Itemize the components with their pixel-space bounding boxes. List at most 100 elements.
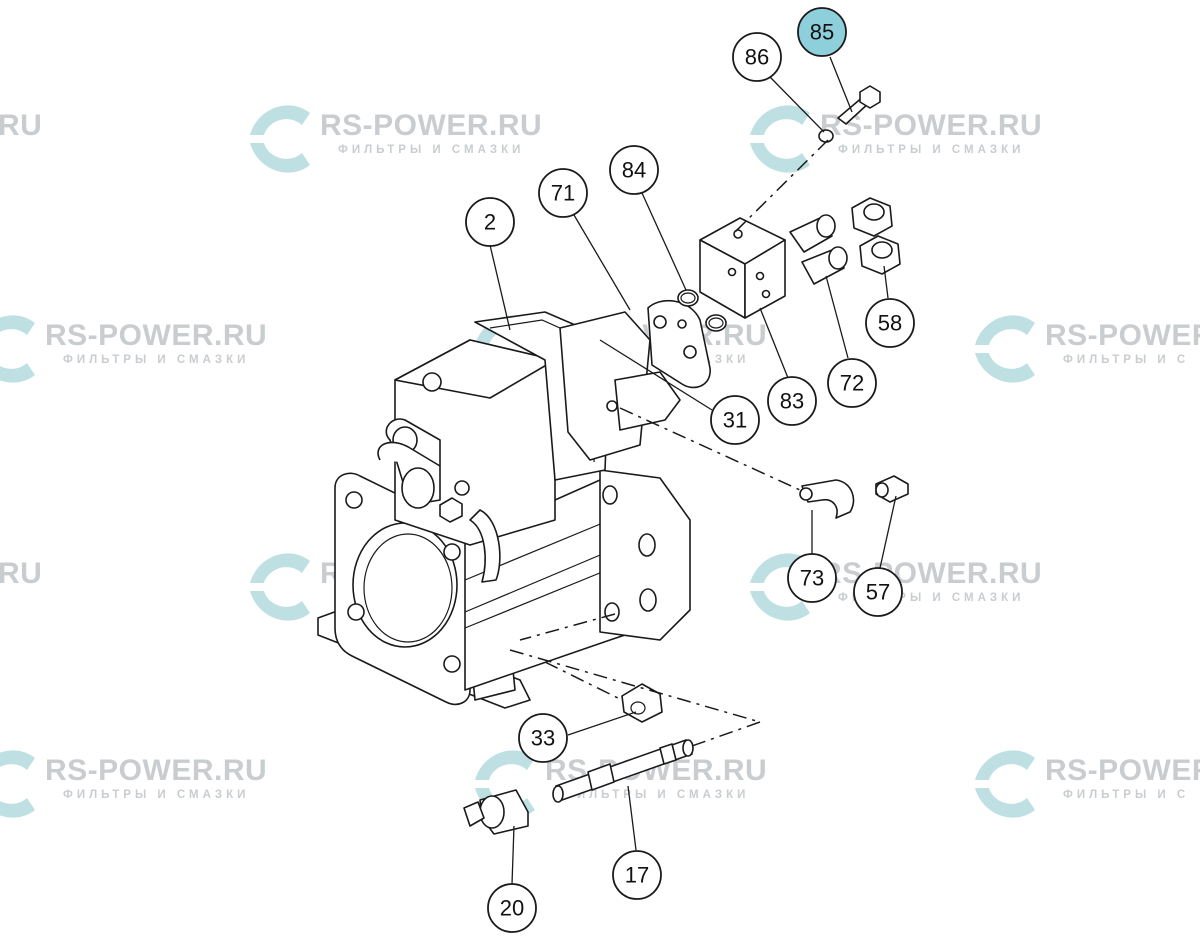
callout-circle bbox=[827, 358, 877, 408]
callout-label: 71 bbox=[551, 181, 575, 206]
callout-label: 73 bbox=[800, 566, 824, 591]
callout-label: 33 bbox=[531, 726, 555, 751]
side-flange-hole bbox=[638, 533, 656, 557]
callout-circle bbox=[518, 713, 568, 763]
callout-33[interactable]: 33 bbox=[518, 713, 568, 763]
leader-line bbox=[825, 275, 849, 359]
washer bbox=[818, 129, 834, 143]
pump-housing bbox=[317, 300, 711, 709]
callout-circle bbox=[609, 145, 659, 195]
watermark-tagline: ФИЛЬТРЫ И СМАЗКИ bbox=[63, 354, 249, 366]
callout-label: 2 bbox=[484, 210, 496, 235]
assembly-centerlines bbox=[509, 139, 829, 747]
flange-hole bbox=[347, 603, 365, 621]
leader-lines bbox=[489, 56, 897, 885]
callout-57[interactable]: 57 bbox=[853, 567, 903, 617]
watermark-brand-partial: RU bbox=[0, 109, 42, 142]
stud-end bbox=[552, 785, 564, 803]
leader-line bbox=[879, 495, 897, 569]
leader-line bbox=[641, 192, 687, 291]
leader-line bbox=[511, 825, 515, 885]
block-hole bbox=[733, 229, 743, 239]
leader-line bbox=[573, 214, 631, 311]
watermark-tagline: ФИЛЬТРЫ И СМАЗКИ bbox=[338, 144, 524, 156]
valve-nut bbox=[439, 497, 463, 523]
block-hole bbox=[761, 289, 771, 299]
callout-circle bbox=[865, 298, 915, 348]
adapter-fitting-face bbox=[816, 214, 836, 238]
callout-17[interactable]: 17 bbox=[612, 850, 662, 900]
watermark-brand-partial: RU bbox=[0, 557, 42, 590]
watermark-tagline: ФИЛЬТРЫ И СМАЗКИ bbox=[63, 789, 249, 801]
watermark-brand: RS-POWER.RU bbox=[45, 319, 267, 352]
gasket-hole bbox=[683, 345, 697, 359]
protective-cap-face bbox=[875, 482, 889, 498]
side-flange-hole bbox=[604, 602, 620, 622]
callout-circle bbox=[612, 850, 662, 900]
callout-circle bbox=[710, 395, 760, 445]
hex-bolt-head bbox=[859, 85, 881, 109]
callout-circle bbox=[487, 883, 537, 933]
side-flange-hole bbox=[639, 588, 657, 612]
stud-collar bbox=[659, 743, 677, 765]
callout-58[interactable]: 58 bbox=[865, 298, 915, 348]
distributor-block bbox=[699, 217, 786, 319]
watermark-tagline-partial: ФИЛЬТРЫ И С bbox=[1063, 354, 1189, 366]
watermark-partial: RS-POWER ФИЛЬТРЫ И С bbox=[945, 315, 1200, 383]
callout-72[interactable]: 72 bbox=[827, 358, 877, 408]
watermark-logo-icon bbox=[0, 315, 35, 383]
body-edge bbox=[464, 549, 613, 613]
flange-hole bbox=[443, 655, 461, 673]
stud-hex bbox=[587, 763, 615, 791]
callout-83[interactable]: 83 bbox=[767, 376, 817, 426]
callout-circle bbox=[465, 197, 515, 247]
watermark-tagline: ФИЛЬТРЫ И СМАЗКИ bbox=[563, 789, 749, 801]
watermark-logo-icon bbox=[220, 553, 310, 621]
watermark: RS-POWER.RU ФИЛЬТРЫ И СМАЗКИ bbox=[720, 105, 1042, 173]
adapter-fittings-72 bbox=[789, 214, 848, 285]
watermark-partial: RU bbox=[0, 557, 42, 590]
callout-84[interactable]: 84 bbox=[609, 145, 659, 195]
centerline bbox=[691, 721, 761, 747]
valve-bolt bbox=[454, 480, 470, 496]
callout-31[interactable]: 31 bbox=[710, 395, 760, 445]
callout-label: 57 bbox=[866, 580, 890, 605]
leader-line bbox=[829, 56, 853, 113]
pump-port bbox=[606, 400, 618, 412]
plug-hex bbox=[463, 801, 485, 827]
callout-circle-highlighted bbox=[797, 7, 847, 57]
watermark-partial: RS-POWER ФИЛЬТРЫ И С bbox=[945, 750, 1200, 818]
watermark: RS-POWER.RU ФИЛЬТРЫ И СМАЗКИ bbox=[220, 105, 542, 173]
watermark-brand-partial: RS-POWER bbox=[1045, 754, 1200, 787]
callout-86[interactable]: 86 bbox=[732, 32, 782, 82]
side-flange-hole bbox=[602, 485, 618, 505]
plug-face bbox=[479, 795, 505, 829]
callout-label: 86 bbox=[745, 45, 769, 70]
leader-line bbox=[769, 76, 825, 133]
body-edge bbox=[464, 567, 613, 629]
cap-nuts-58 bbox=[851, 197, 901, 275]
distributor-block-side bbox=[744, 239, 786, 319]
adapter-fitting-face bbox=[828, 246, 848, 270]
callout-73[interactable]: 73 bbox=[787, 553, 837, 603]
watermark-tagline: ФИЛЬТРЫ И СМАЗКИ bbox=[838, 144, 1024, 156]
watermark-logo-icon bbox=[220, 105, 310, 173]
centerline bbox=[519, 613, 616, 641]
cap-nut-face bbox=[871, 241, 893, 259]
flange-bore-inner bbox=[363, 533, 453, 643]
callout-20[interactable]: 20 bbox=[487, 883, 537, 933]
callout-label: 58 bbox=[878, 311, 902, 336]
leader-line bbox=[567, 711, 637, 736]
flange-hole bbox=[443, 543, 461, 561]
callout-85[interactable]: 85 bbox=[797, 7, 847, 57]
block-hole bbox=[755, 271, 765, 281]
valve-body bbox=[401, 467, 435, 509]
callout-71[interactable]: 71 bbox=[538, 168, 588, 218]
hex-nut-bore bbox=[630, 701, 646, 715]
callout-circle bbox=[787, 553, 837, 603]
leader-line bbox=[489, 244, 511, 331]
callout-2[interactable]: 2 bbox=[465, 197, 515, 247]
watermark: RS-POWER.RU ФИЛЬТРЫ И СМАЗКИ bbox=[0, 750, 267, 818]
watermark-logo-icon bbox=[0, 750, 35, 818]
leader-line bbox=[759, 307, 789, 379]
